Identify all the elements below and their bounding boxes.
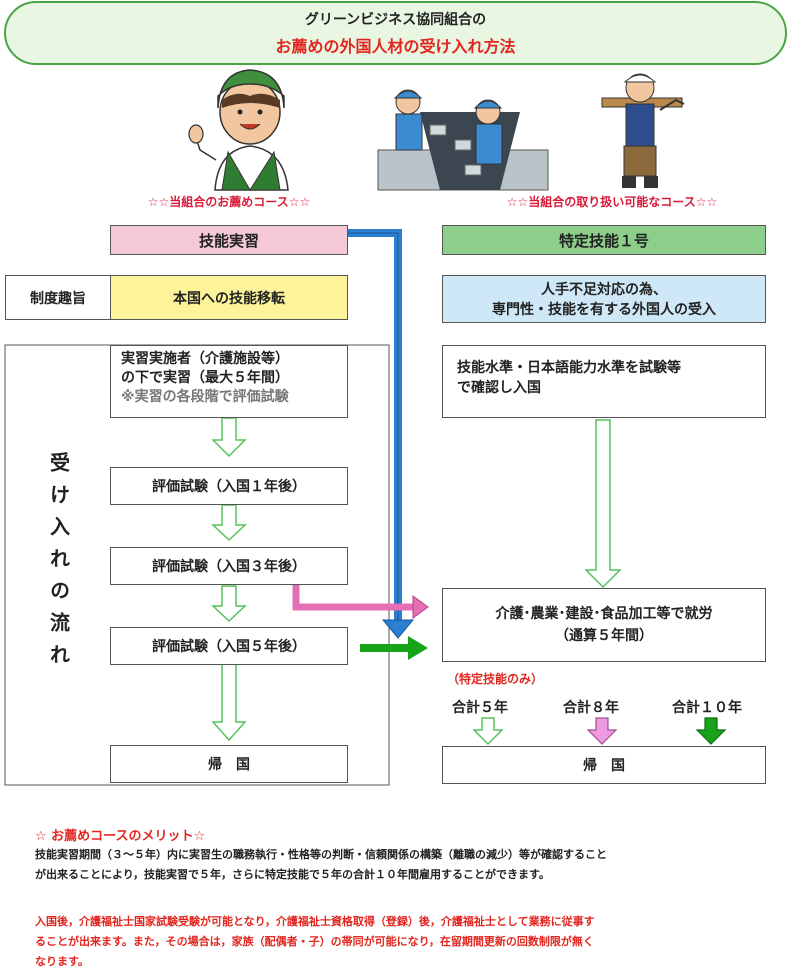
total5-arrow bbox=[472, 717, 504, 746]
step1-line1: 実習実施者（介護施設等） bbox=[121, 351, 289, 367]
entry-line1: 技能水準・日本語能力水準を試験等 bbox=[457, 360, 681, 376]
purpose-technical-training: 本国への技能移転 bbox=[110, 275, 348, 320]
work-box: 介護･農業･建設･食品加工等で就労 （通算５年間） bbox=[442, 588, 766, 662]
exam-year3: 評価試験（入国３年後） bbox=[110, 547, 348, 585]
header-specified-skills: 特定技能１号 bbox=[442, 225, 766, 255]
merit-text: 技能実習期間（３～５年）内に実習生の職務執行・性格等の判断・信頼関係の構築（離職… bbox=[35, 845, 775, 885]
total10-arrow bbox=[695, 717, 727, 745]
return-home-left: 帰 国 bbox=[110, 745, 348, 783]
carpenter-illustration bbox=[601, 73, 685, 188]
merit-text-line1: 技能実習期間（３～５年）内に実習生の職務執行・性格等の判断・信頼関係の構築（離職… bbox=[35, 848, 607, 861]
step-training-at-facility: 実習実施者（介護施設等） の下で実習（最大５年間） ※実習の各段階で評価試験 bbox=[110, 345, 348, 418]
entry-line2: で確認し入国 bbox=[457, 380, 541, 396]
title-main: お薦めの外国人材の受け入れ方法 bbox=[275, 37, 516, 56]
caregiver-illustration bbox=[188, 69, 289, 191]
outline-arrows-left bbox=[211, 417, 247, 742]
pink-arrow bbox=[292, 585, 429, 619]
merit-red-text: 入国後，介護福祉士国家試験受験が可能となり，介護福祉士資格取得（登録）後，介護福… bbox=[35, 912, 775, 972]
exam-year1: 評価試験（入国１年後） bbox=[110, 467, 348, 505]
work-line1: 介護･農業･建設･食品加工等で就労 bbox=[495, 606, 713, 622]
blue-arrow bbox=[348, 229, 415, 639]
total-5-years: 合計５年 bbox=[452, 700, 508, 716]
purpose-specified-line1: 人手不足対応の為、 bbox=[541, 282, 667, 298]
purpose-specified-skills: 人手不足対応の為、 専門性・技能を有する外国人の受入 bbox=[442, 275, 766, 323]
title-organization: グリーンビジネス協同組合の bbox=[304, 12, 487, 28]
exam-year5: 評価試験（入国５年後） bbox=[110, 627, 348, 665]
right-course-label: ☆☆当組合の取り扱い可能なコース☆☆ bbox=[506, 195, 718, 209]
green-arrow bbox=[360, 636, 428, 660]
factory-workers-illustration bbox=[377, 89, 549, 191]
flow-label: 受け入れの流れ bbox=[38, 452, 78, 676]
flow-label-text: 受け入れの流れ bbox=[46, 452, 71, 676]
work-line2: （通算５年間） bbox=[555, 628, 653, 644]
return-home-right: 帰 国 bbox=[442, 746, 766, 784]
header-technical-training: 技能実習 bbox=[110, 225, 348, 255]
purpose-specified-line2: 専門性・技能を有する外国人の受入 bbox=[492, 302, 716, 318]
merit-text-line2: が出来ることにより，技能実習で５年，さらに特定技能で５年の合計１０年間雇用するこ… bbox=[35, 868, 550, 881]
entry-exam-box: 技能水準・日本語能力水準を試験等 で確認し入国 bbox=[442, 345, 766, 418]
outline-arrow-right bbox=[472, 419, 622, 746]
merit-red-line3: なります。 bbox=[35, 955, 89, 968]
merit-red-line2: ることが出来ます。また，その場合は，家族（配偶者・子）の帯同が可能になり，在留期… bbox=[35, 935, 594, 948]
step1-line3: ※実習の各段階で評価試験 bbox=[121, 389, 289, 405]
left-course-label: ☆☆当組合のお薦めコース☆☆ bbox=[147, 195, 311, 209]
merit-title: ☆ お薦めコースのメリット☆ bbox=[35, 829, 206, 844]
total-10-years: 合計１０年 bbox=[672, 700, 742, 716]
specified-only-note: （特定技能のみ） bbox=[447, 672, 544, 686]
title-banner: グリーンビジネス協同組合の お薦めの外国人材の受け入れ方法 bbox=[4, 1, 787, 65]
purpose-label: 制度趣旨 bbox=[5, 275, 111, 320]
merit-red-line1: 入国後，介護福祉士国家試験受験が可能となり，介護福祉士資格取得（登録）後，介護福… bbox=[35, 915, 595, 928]
step1-line2: の下で実習（最大５年間） bbox=[121, 370, 289, 386]
total-8-years: 合計８年 bbox=[563, 700, 619, 716]
total8-arrow bbox=[586, 717, 618, 745]
